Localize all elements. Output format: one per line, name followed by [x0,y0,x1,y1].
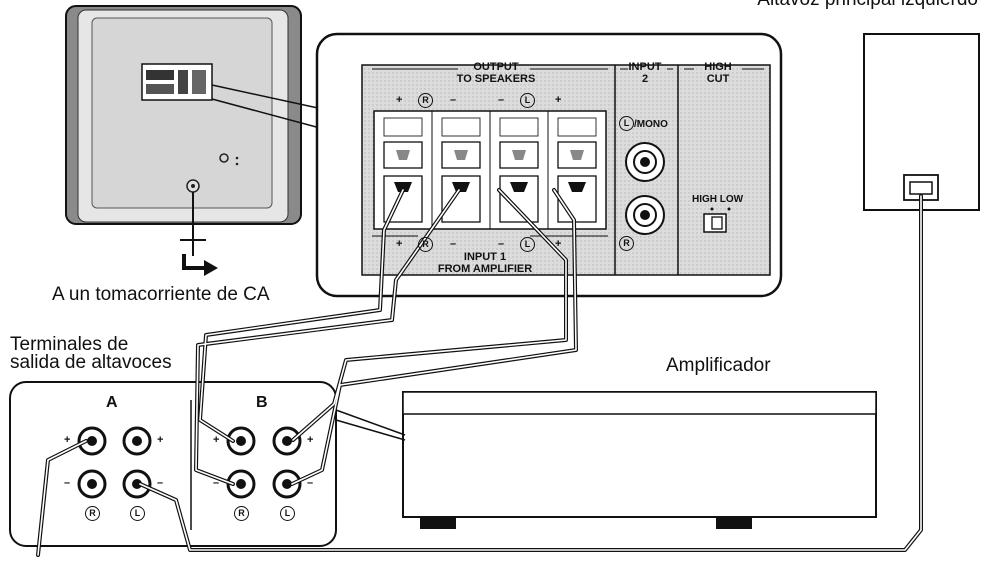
input2-label: INPUT 2 [620,61,670,85]
terminal-a-left-marker: L [130,506,145,521]
rear-panel-zoom [315,32,783,298]
mono-label: /MONO [634,119,668,130]
terminal-a-minus-l: – [157,477,164,489]
input1-label: INPUT 1 FROM AMPLIFIER [420,251,550,275]
terminal-a-minus-r: – [64,477,71,489]
speaker-terminals-label-line2: salida de altavoces [10,352,172,373]
input1-label-line1: INPUT 1 [463,251,507,263]
output-label-line1: OUTPUT [473,61,519,73]
input-plus-left: + [555,238,562,250]
terminal-a-plus-l: + [157,434,164,446]
high-cut-label: HIGH CUT [694,61,742,85]
terminal-group-a-label: A [106,394,118,411]
input-right-marker: R [418,237,433,252]
high-cut-switch [703,207,731,233]
output-spring-clips [383,117,597,169]
input-left-marker: L [520,237,535,252]
output-minus-left: – [498,94,505,106]
terminal-a-plus-r: + [64,434,71,446]
input-minus-right: – [450,238,457,250]
amplifier-label: Amplificador [666,355,771,376]
terminal-b-left-marker: L [280,506,295,521]
output-to-speakers-label: OUTPUT TO SPEAKERS [446,61,546,85]
terminal-a-right-marker: R [85,506,100,521]
power-cord [180,192,218,276]
output-left-marker: L [520,93,535,108]
main-speaker-label: Altavoz principal izquierdo [757,0,978,11]
terminal-b-right-marker: R [234,506,249,521]
output-plus-left: + [555,94,562,106]
subwoofer-unit [65,5,302,225]
terminal-b-plus-l: + [307,434,314,446]
terminal-b-plus-r: + [213,434,220,446]
input2-jacks [625,142,665,235]
output-right-marker: R [418,93,433,108]
arrow-icon [182,254,218,276]
ac-outlet-label: A un tomacorriente de CA [52,284,270,305]
input1-label-line2: FROM AMPLIFIER [437,263,533,275]
high-cut-label-line1: HIGH [704,61,732,73]
power-icon [219,153,229,163]
input-minus-left: – [498,238,505,250]
terminal-group-b-label: B [256,394,268,411]
terminal-b-minus-r: – [213,477,220,489]
speaker-terminals-label-line1: Terminales de [10,334,129,355]
speaker-terminals-label: Terminales de salida de altavoces [10,334,172,373]
main-speaker-left [863,33,980,211]
output-plus-right: + [396,94,403,106]
amp-speaker-terminals [9,381,337,547]
input2-right-marker: R [619,236,634,251]
input2-left-marker: L [619,116,634,131]
high-cut-label-line2: CUT [706,73,730,85]
terminal-b-minus-l: – [307,477,314,489]
input2-label-line1: INPUT [628,61,662,73]
amplifier-unit [402,391,877,529]
input-plus-right: + [396,238,403,250]
output-minus-right: – [450,94,457,106]
output-label-line2: TO SPEAKERS [456,73,536,85]
input2-label-line2: 2 [641,73,649,85]
high-low-label: HIGH LOW [692,194,744,205]
